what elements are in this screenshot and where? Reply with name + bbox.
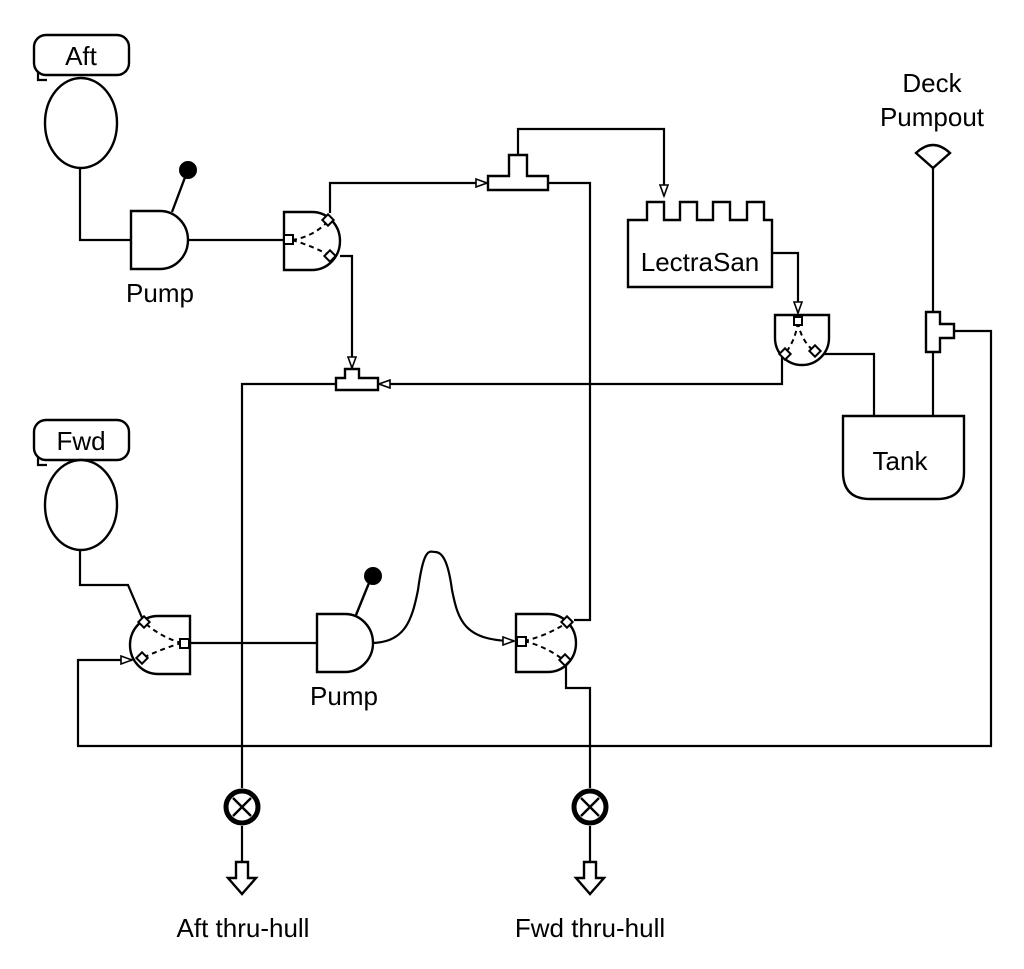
fwd-discharge-y-valve-flow-upper (523, 623, 566, 642)
aft-seacock-cross (232, 797, 252, 817)
aft-y-valve-outlet-upper-port (320, 212, 336, 228)
fwd-toilet: Fwd (32, 418, 131, 552)
holding-tank: Tank (841, 414, 966, 501)
deck-pumpout-fitting (914, 143, 952, 170)
treatment-y-valve (773, 313, 831, 367)
fwd-pump: Pump (310, 567, 382, 711)
pipe-top-tee-to-fwd-yvalve (548, 181, 592, 622)
fwd-discharge-y-valve-outlet-lower-port (557, 652, 573, 668)
aft-toilet-bowl (43, 76, 119, 170)
pipe-aft-toilet-to-pump (78, 165, 135, 242)
aft-toilet: Aft (32, 33, 131, 170)
fwd-pump-handle-knob (364, 567, 382, 585)
treatment-y-valve-inlet-port (793, 316, 803, 326)
aft-toilet-tank-foot (36, 72, 47, 82)
treatment-y-valve-outlet-right-port (807, 343, 823, 359)
aft-toilet-tank (32, 33, 131, 77)
lectrasan-unit: LectraSan (626, 200, 774, 289)
pipe-aft-yvalve-to-mid-tee (340, 254, 352, 368)
pipes (76, 127, 993, 862)
fwd-pump-body (315, 612, 375, 674)
aft-y-valve-flow-upper (291, 221, 328, 241)
top-tee (486, 153, 550, 192)
pipe-pumpout-return-loop (76, 329, 993, 748)
deck-pumpout: Deck Pumpout (880, 68, 985, 354)
fwd-pump-label: Pump (310, 681, 378, 711)
lectrasan-body (626, 200, 774, 289)
fwd-thru-hull-label: Fwd thru-hull (515, 913, 665, 943)
aft-y-valve-inlet-port (283, 234, 294, 245)
fwd-inlet-y-valve (128, 614, 192, 676)
aft-thru-hull: Aft thru-hull (177, 860, 310, 943)
pumpout-tee-body (924, 310, 956, 354)
fwd-discharge-y-valve-inlet-port (516, 636, 527, 647)
fwd-pump-handle (354, 577, 373, 616)
aft-pump-body (129, 209, 190, 271)
aft-pump-handle-knob (179, 161, 197, 179)
pipe-top-tee-to-lectrasan (516, 127, 664, 196)
aft-y-valve (282, 210, 342, 272)
aft-pump-label: Pump (126, 278, 194, 308)
fwd-toilet-tank-foot (36, 457, 47, 467)
pipe-fwd-yvalve-to-fwd-seacock (564, 664, 592, 788)
fwd-inlet-y-valve-outlet-port (179, 638, 190, 649)
pipe-treatment-yvalve-to-mid-tee (379, 357, 784, 384)
aft-pump-handle (170, 171, 189, 213)
fwd-inlet-y-valve-flow-upper (145, 623, 183, 644)
fwd-discharge-y-valve-outlet-upper-port (559, 614, 575, 630)
fwd-seacock-cross (580, 797, 600, 817)
fwd-seacock (571, 788, 609, 826)
fwd-discharge-y-valve (514, 612, 578, 674)
aft-seacock (223, 788, 261, 826)
lectrasan-label: LectraSan (641, 247, 760, 277)
pipe-aft-yvalve-to-top-tee (328, 183, 487, 213)
pipe-mid-tee-to-aft-seacock (240, 382, 335, 788)
fwd-thru-hull-arrow (573, 860, 607, 896)
fwd-thru-hull: Fwd thru-hull (515, 860, 665, 943)
aft-toilet-label: Aft (65, 41, 98, 71)
pipe-fwd-toilet-to-yvalve (78, 548, 145, 621)
aft-y-valve-outlet-lower-port (322, 248, 338, 264)
aft-thru-hull-label: Aft thru-hull (177, 913, 310, 943)
deck-pumpout-label-line2: Pumpout (880, 102, 985, 132)
deck-pumpout-label-line1: Deck (902, 68, 962, 98)
fwd-toilet-label: Fwd (56, 426, 105, 456)
top-tee-body (486, 153, 550, 192)
fwd-inlet-y-valve-inlet-upper-port (136, 614, 152, 630)
fwd-inlet-y-valve-inlet-lower-port (134, 650, 150, 666)
pipe-lectrasan-to-treatment-yvalve (772, 251, 798, 313)
fwd-toilet-bowl (43, 458, 119, 552)
aft-thru-hull-arrow (225, 860, 259, 896)
aft-pump: Pump (126, 161, 197, 308)
treatment-y-valve-outlet-left-port (777, 346, 793, 362)
holding-tank-label: Tank (873, 446, 929, 476)
pipe-treatment-yvalve-to-tank (822, 352, 876, 418)
holding-tank-body (841, 414, 966, 501)
pipe-fwd-pump-vented-loop (370, 550, 514, 643)
fwd-discharge-y-valve-flow-lower (523, 640, 567, 663)
middle-tee (334, 367, 380, 392)
middle-tee-body (334, 367, 380, 392)
